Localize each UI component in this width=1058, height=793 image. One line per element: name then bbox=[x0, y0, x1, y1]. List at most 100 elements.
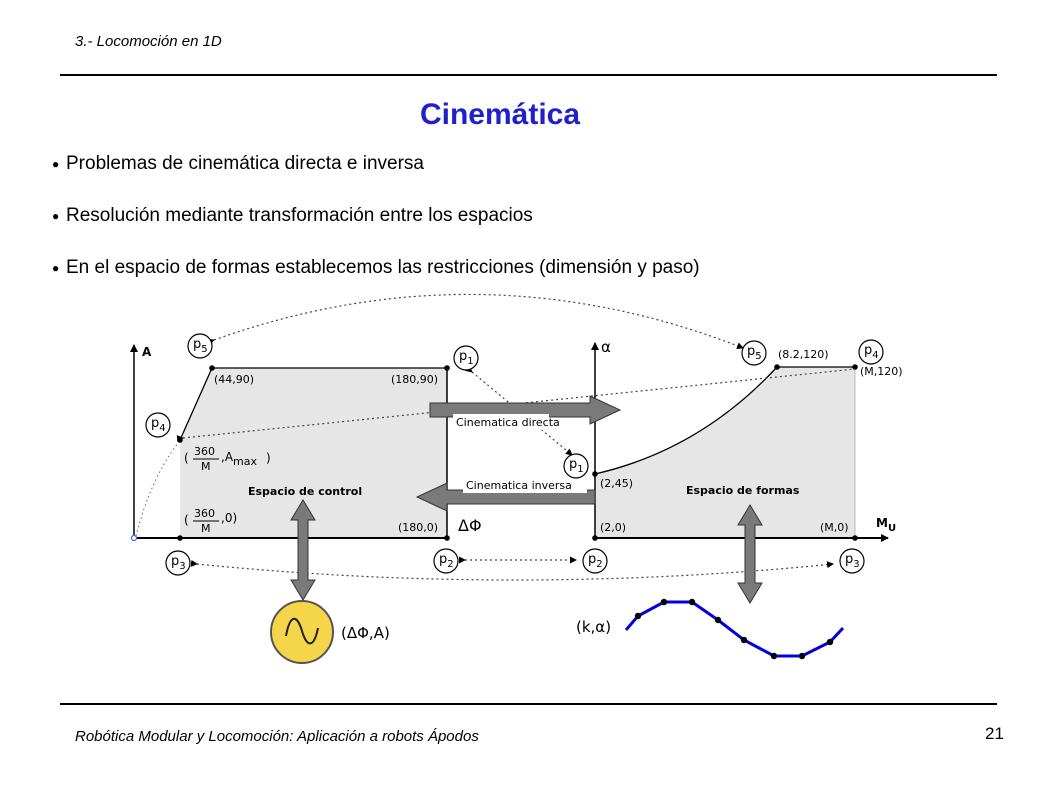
shape-vertical-arrow[interactable] bbox=[737, 504, 763, 604]
label-8-120: (8.2,120) bbox=[778, 348, 829, 361]
origin-to-p4-dotted bbox=[135, 442, 179, 537]
control-space-title: Espacio de control bbox=[248, 485, 362, 498]
point-2-45 bbox=[592, 471, 598, 477]
p5-correspondence-arc bbox=[207, 293, 744, 350]
bullet-text: Resolución mediante transformación entre… bbox=[66, 205, 533, 226]
marker-circle bbox=[839, 548, 865, 574]
bullet-item: ● Resolución mediante transformación entr… bbox=[52, 202, 700, 254]
frac-num: 360 bbox=[194, 507, 215, 520]
marker-circle bbox=[582, 548, 608, 574]
marker-circle bbox=[165, 550, 191, 576]
footer-divider bbox=[60, 703, 997, 705]
marker-p3-right: p3 bbox=[839, 548, 865, 574]
point-360-0 bbox=[177, 535, 183, 541]
point-amax bbox=[177, 437, 183, 443]
inverse-kinematics-label-bg bbox=[463, 477, 587, 493]
point-2-0 bbox=[592, 535, 598, 541]
bullet-item: ● En el espacio de formas establecemos la… bbox=[52, 254, 700, 306]
paren-close: ) bbox=[266, 451, 271, 465]
shape-wave-node bbox=[660, 598, 668, 606]
marker-circle bbox=[433, 548, 459, 574]
bullet-icon: ● bbox=[52, 157, 60, 171]
origin-point bbox=[130, 534, 138, 542]
marker-label: p4 bbox=[151, 416, 166, 434]
label-180-0: (180,0) bbox=[398, 521, 438, 534]
marker-circle bbox=[858, 339, 884, 365]
shape-wave-line bbox=[624, 600, 845, 658]
p-markers: p5 p4 p3 p2 p1 p2 p1 p5 p4 p3 bbox=[145, 333, 884, 576]
marker-p4-right: p4 bbox=[858, 339, 884, 365]
direct-kinematics-label: Cinematica directa bbox=[456, 416, 560, 429]
bullet-icon: ● bbox=[52, 261, 60, 275]
marker-circle bbox=[145, 412, 171, 438]
label-180-90: (180,90) bbox=[391, 373, 438, 386]
control-params-label: (ΔΦ,A) bbox=[341, 624, 390, 642]
point-180-0 bbox=[444, 535, 450, 541]
paren-open: ( bbox=[184, 513, 189, 527]
marker-p1-right: p1 bbox=[563, 453, 589, 479]
frac-den: M bbox=[201, 460, 211, 473]
shape-wave-node bbox=[688, 598, 696, 606]
marker-p5-right: p5 bbox=[741, 340, 767, 366]
label-amax: ( 360 M ,Amax ) bbox=[184, 445, 271, 473]
marker-label: p1 bbox=[569, 457, 584, 475]
marker-label: p1 bbox=[459, 349, 474, 367]
marker-label: p3 bbox=[171, 554, 186, 572]
marker-p2-left: p2 bbox=[433, 548, 459, 574]
bullet-list: ● Problemas de cinemática directa e inver… bbox=[52, 150, 700, 306]
marker-p4-left: p4 bbox=[145, 412, 171, 438]
bullet-icon: ● bbox=[52, 209, 60, 223]
bullet-text: En el espacio de formas establecemos las… bbox=[66, 257, 700, 278]
sine-wave-symbol bbox=[285, 617, 319, 645]
header-divider bbox=[60, 74, 997, 76]
control-y-axis-label: A bbox=[142, 345, 152, 359]
page-number: 21 bbox=[985, 724, 1004, 743]
amax-main: ,A bbox=[221, 450, 234, 464]
zero-suffix: ,0) bbox=[221, 511, 237, 525]
marker-label: p2 bbox=[588, 552, 603, 570]
marker-p1-left: p1 bbox=[453, 345, 479, 371]
label-2-45: (2,45) bbox=[600, 477, 633, 490]
label-2-0: (2,0) bbox=[600, 521, 626, 534]
shape-wave-node bbox=[634, 612, 642, 620]
paren-open: ( bbox=[184, 451, 189, 465]
shape-wave-node bbox=[770, 652, 778, 660]
frac-den: M bbox=[201, 522, 211, 535]
section-header: 3.- Locomoción en 1D bbox=[75, 33, 222, 50]
control-space-region-left bbox=[180, 440, 182, 538]
bullet-item: ● Problemas de cinemática directa e inver… bbox=[52, 150, 700, 202]
label-360-0: ( 360 M ,0) bbox=[184, 507, 237, 535]
point-180-90 bbox=[444, 365, 450, 371]
point-44-90 bbox=[209, 365, 215, 371]
shape-wave bbox=[624, 598, 845, 660]
mu-axis-sub: U bbox=[888, 523, 896, 534]
marker-label: p2 bbox=[439, 552, 454, 570]
marker-circle bbox=[187, 333, 213, 359]
shape-wave-node bbox=[740, 636, 748, 644]
amax-sub: max bbox=[233, 455, 257, 468]
frac-num: 360 bbox=[194, 445, 215, 458]
control-vertical-arrow[interactable] bbox=[290, 499, 316, 601]
marker-p5-left: p5 bbox=[187, 333, 213, 359]
marker-label: p5 bbox=[747, 344, 762, 362]
shape-space-region bbox=[595, 367, 855, 538]
marker-label: p4 bbox=[864, 343, 879, 361]
marker-circle bbox=[563, 453, 589, 479]
marker-p2-right: p2 bbox=[582, 548, 608, 574]
marker-label: p5 bbox=[193, 337, 208, 355]
delta-phi-label: ΔΦ bbox=[458, 516, 482, 535]
shape-wave-node bbox=[826, 638, 834, 646]
marker-circle bbox=[453, 345, 479, 371]
p1-correspondence-line bbox=[465, 365, 573, 456]
mu-axis-label: MU bbox=[876, 516, 896, 534]
bullet-text: Problemas de cinemática directa e invers… bbox=[66, 153, 425, 174]
mu-axis-main: M bbox=[876, 516, 888, 530]
p3-correspondence-arc bbox=[190, 559, 834, 581]
footer-text: Robótica Modular y Locomoción: Aplicació… bbox=[75, 728, 479, 745]
shape-wave-node bbox=[798, 652, 806, 660]
direct-kinematics-label-bg bbox=[453, 414, 549, 430]
point-8-120 bbox=[774, 364, 780, 370]
point-M-120 bbox=[852, 364, 858, 370]
control-space-region bbox=[180, 368, 447, 538]
